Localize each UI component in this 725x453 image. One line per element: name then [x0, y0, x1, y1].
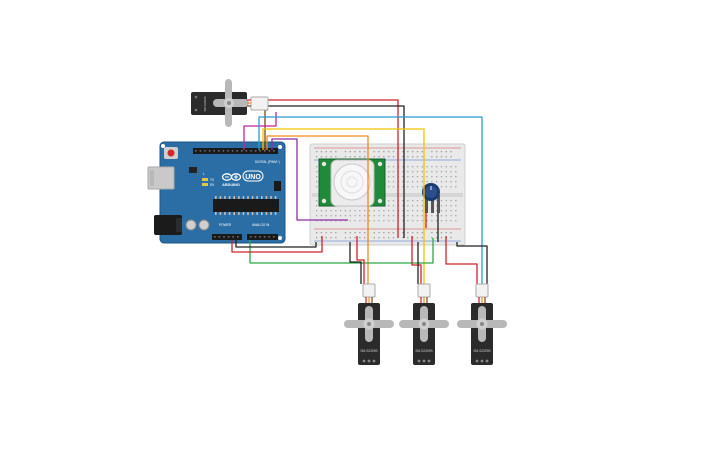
- wires: [231, 99, 488, 284]
- servo-3-model: SM-S2309S: [473, 349, 490, 353]
- power-jack: [154, 215, 182, 235]
- digital-label: DIGITAL (PWM~): [255, 160, 280, 164]
- servo-2-model: SM-S2309S: [415, 349, 432, 353]
- wire-black-servo3[interactable]: [456, 242, 488, 284]
- brand-label: ARDUINO: [222, 183, 240, 187]
- digital-header[interactable]: [193, 148, 278, 154]
- wire-black-gnd[interactable]: [235, 240, 317, 248]
- servo-2-horn[interactable]: [399, 306, 449, 342]
- wire-black-servo1[interactable]: [349, 242, 362, 284]
- wire-red-power[interactable]: [231, 236, 323, 253]
- wire-red-servo2[interactable]: [411, 236, 422, 284]
- uno-badge: UNO: [242, 170, 264, 182]
- servo-1-horn[interactable]: [344, 306, 394, 342]
- wire-black-top-servo[interactable]: [268, 105, 405, 238]
- atmega-chip: [213, 199, 279, 212]
- l-led-label: L: [203, 172, 205, 176]
- wire-red-top-servo[interactable]: [268, 99, 399, 238]
- analog-header[interactable]: [247, 234, 278, 240]
- servo-1[interactable]: SM-S2309S: [344, 283, 394, 365]
- potentiometer[interactable]: [422, 183, 440, 213]
- power-header[interactable]: [212, 234, 242, 240]
- arduino-logo: [221, 173, 242, 181]
- tx-label: TX: [210, 178, 215, 182]
- power-label: POWER: [219, 223, 232, 227]
- servo-top[interactable]: SM-S2309S: [191, 79, 269, 127]
- servo-2[interactable]: SM-S2309S: [399, 283, 449, 365]
- model-label: UNO: [245, 174, 261, 181]
- wire-orange[interactable]: [266, 135, 369, 284]
- analog-label: ANALOG IN: [252, 223, 270, 227]
- servo-top-model: SM-S2309S: [203, 96, 207, 111]
- wire-yellow[interactable]: [262, 128, 425, 284]
- servo-3-horn[interactable]: [457, 306, 507, 342]
- servo-1-model: SM-S2309S: [360, 349, 377, 353]
- wire-magenta[interactable]: [243, 112, 277, 150]
- wire-purple[interactable]: [271, 138, 348, 221]
- wire-red-servo3[interactable]: [445, 236, 478, 284]
- usb-port: [147, 166, 175, 190]
- arduino-uno-board[interactable]: TX RX L DIGITAL (PWM~) UNO ARDUINO POWER…: [147, 141, 286, 244]
- servo-3[interactable]: SM-S2309S: [457, 283, 507, 365]
- wire-blue[interactable]: [258, 116, 483, 284]
- pir-sensor[interactable]: [318, 158, 386, 207]
- rx-label: RX: [210, 183, 215, 187]
- wire-red-servo1[interactable]: [356, 236, 365, 284]
